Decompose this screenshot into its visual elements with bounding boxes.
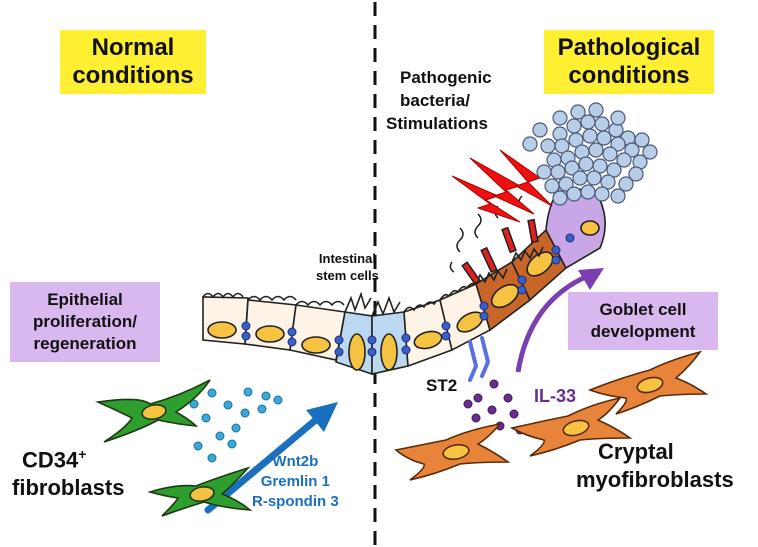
bacterium — [552, 110, 568, 126]
bacterium — [566, 186, 582, 202]
wnt-signal-dots — [189, 387, 283, 463]
cryptal-myofibroblast — [509, 396, 633, 457]
stem-line2: stem cells — [316, 268, 379, 283]
normal-conditions-title: Normal conditions — [60, 30, 206, 94]
il33-label: IL-33 — [534, 386, 577, 406]
st2-receptor-icon — [468, 336, 491, 382]
bacterium — [602, 146, 618, 162]
bacterium — [540, 138, 556, 154]
epithelial-cell — [244, 295, 297, 351]
cd34-fibroblast — [95, 379, 211, 443]
cryptal-myofibroblast — [394, 422, 511, 481]
fibroblasts-text: fibroblasts — [12, 475, 125, 501]
bacterium — [554, 138, 570, 154]
bacterium — [588, 142, 604, 158]
st2-label: ST2 — [426, 376, 458, 395]
epithelial-layer — [202, 185, 606, 376]
bacterium — [570, 104, 586, 120]
pathological-title-line2: conditions — [568, 62, 690, 89]
stem-cell — [335, 291, 373, 376]
bacterium — [624, 142, 640, 158]
bacterium — [616, 152, 632, 168]
blue-arrow — [204, 402, 338, 514]
pathogen-spikes — [449, 195, 539, 285]
bacterium — [606, 162, 622, 178]
junction-dots — [241, 233, 575, 357]
cryptal-myofibroblast — [587, 350, 709, 415]
bacterium — [592, 158, 608, 174]
normal-title-line1: Normal — [91, 34, 175, 61]
wnt2b-text: Wnt2b — [272, 453, 319, 470]
wnt-signals-label: Wnt2b Gremlin 1 R-spondin 3 — [252, 452, 339, 512]
bacterium — [594, 186, 610, 202]
epithelial-line3: regeneration — [33, 334, 137, 353]
epithelial-proliferation-box: Epithelial proliferation/ regeneration — [10, 282, 160, 362]
bacteria-line1: Pathogenic — [400, 68, 492, 87]
bacterium — [628, 166, 644, 182]
bacteria-line2: bacteria/ — [400, 91, 470, 110]
cd34-superscript: + — [78, 446, 87, 462]
stem-line1: Intestinal — [318, 251, 376, 266]
bacterium — [564, 160, 580, 176]
bacterium — [600, 174, 616, 190]
bacterium — [610, 188, 626, 204]
pathogenic-bacteria-label: Pathogenic bacteria/ Stimulations — [386, 66, 492, 135]
bacterium — [580, 184, 596, 200]
cryptal-line2: myofibroblasts — [576, 467, 734, 492]
epithelial-cell — [403, 298, 453, 368]
bacterium — [572, 170, 588, 186]
normal-title-line2: conditions — [72, 62, 194, 89]
bacterium — [522, 136, 538, 152]
bacterium — [532, 122, 548, 138]
rspondin-text: R-spondin 3 — [252, 493, 339, 510]
bacterium — [566, 118, 582, 134]
purple-arrow — [515, 268, 604, 373]
bacterium — [634, 132, 650, 148]
bacterium — [582, 128, 598, 144]
gremlin-text: Gremlin 1 — [260, 473, 330, 490]
cryptal-myofibroblasts-label: Cryptal myofibroblasts — [576, 438, 734, 494]
cd34-line: CD34+ — [12, 440, 124, 474]
bacteria-cluster-icon — [522, 102, 658, 206]
epithelial-cell — [202, 292, 249, 345]
bacterium — [578, 156, 594, 172]
bacterium — [552, 190, 568, 206]
bacterium — [536, 164, 552, 180]
bacterium — [586, 170, 602, 186]
goblet-line2: development — [590, 322, 696, 341]
bacterium — [642, 144, 658, 160]
intestinal-stem-cells-label: Intestinal stem cells — [316, 250, 379, 284]
bacterium — [544, 178, 560, 194]
bacterium — [558, 176, 574, 192]
cd34-fibroblasts-label: CD34+ fibroblasts — [12, 440, 124, 502]
goblet-cell-development-box: Goblet cell development — [568, 292, 718, 350]
bacterium — [550, 164, 566, 180]
bacterium — [568, 132, 584, 148]
bacterium — [588, 102, 604, 118]
bacterium — [610, 136, 626, 152]
pathological-title-line1: Pathological — [557, 34, 701, 61]
bacteria-line3: Stimulations — [386, 114, 489, 133]
goblet-line1: Goblet cell — [599, 300, 687, 319]
lightning-icon — [451, 149, 553, 223]
bacterium — [596, 130, 612, 146]
epithelial-line2: proliferation/ — [33, 312, 137, 331]
cd34-text: CD34 — [22, 447, 79, 473]
bacterium — [594, 116, 610, 132]
cd34-fibroblast — [147, 466, 253, 517]
cryptal-line1: Cryptal — [598, 439, 674, 464]
pathological-conditions-title: Pathological conditions — [544, 30, 714, 94]
bacterium — [618, 176, 634, 192]
bacterium — [610, 110, 626, 126]
epithelial-line1: Epithelial — [47, 290, 123, 309]
